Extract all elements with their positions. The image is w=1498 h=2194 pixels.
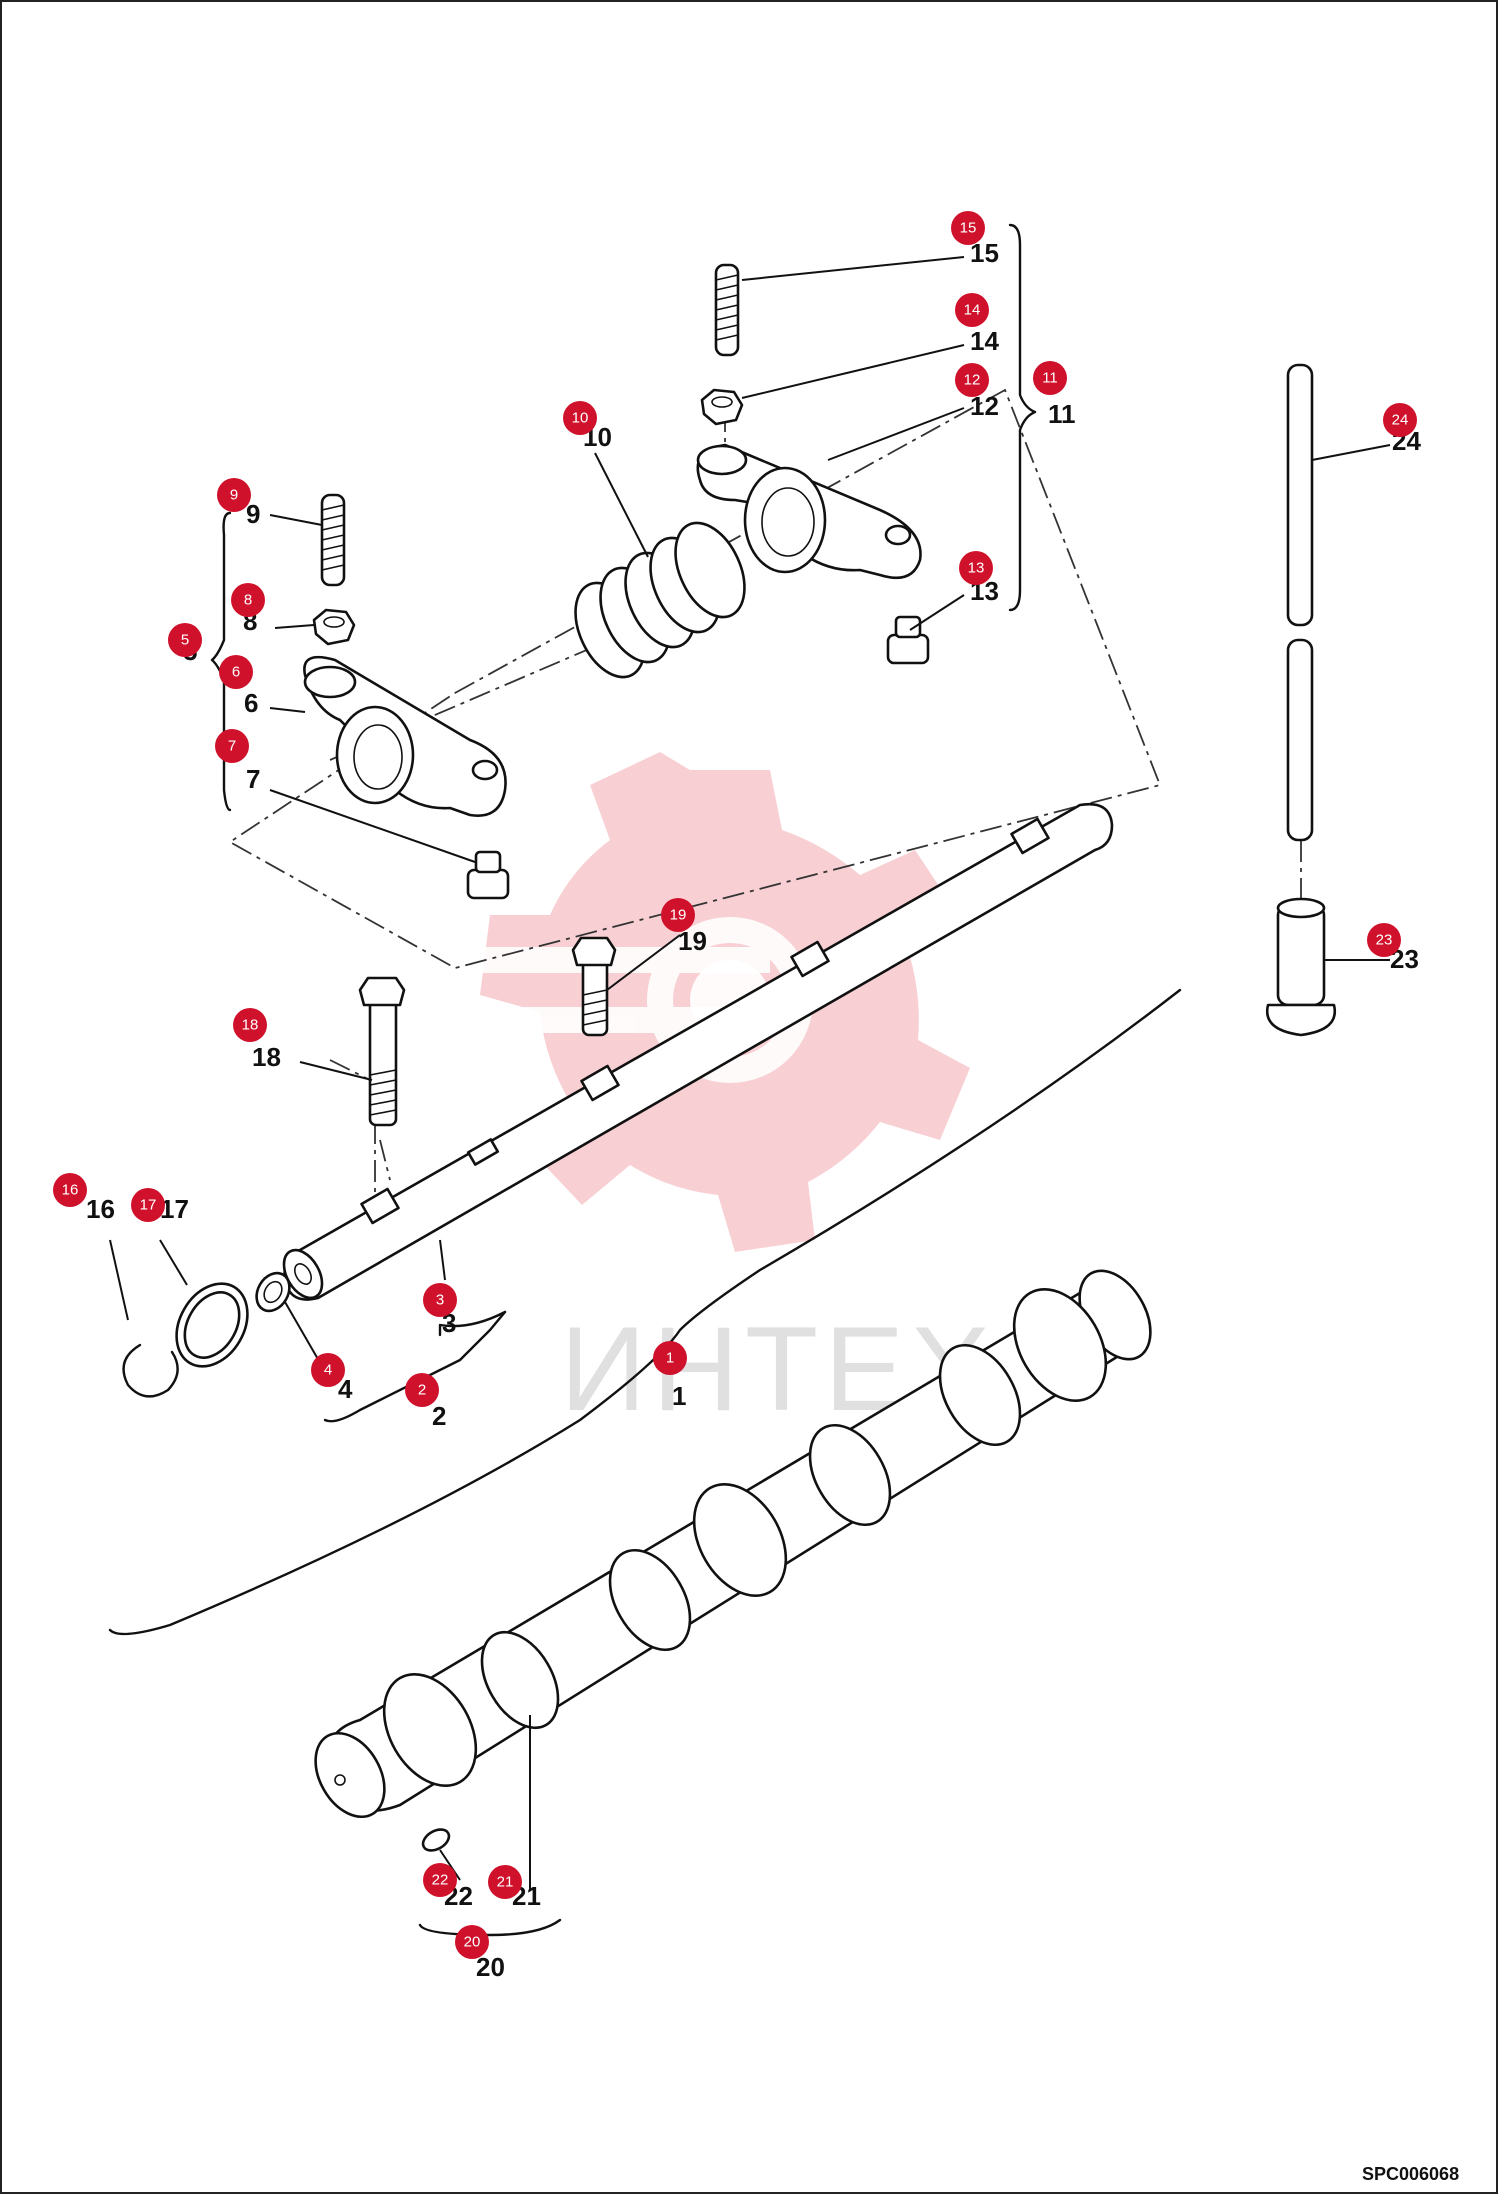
rocker-spring — [574, 521, 746, 679]
callout-11: 11 — [1048, 399, 1076, 429]
callout-9: 9 — [246, 499, 260, 529]
svg-text:13: 13 — [968, 560, 985, 577]
svg-text:9: 9 — [230, 487, 238, 504]
svg-text:2: 2 — [418, 1382, 426, 1399]
bolt-18 — [358, 976, 406, 1127]
svg-text:8: 8 — [244, 592, 252, 609]
svg-text:7: 7 — [228, 738, 236, 755]
marker-11[interactable]: 11 — [1033, 361, 1067, 395]
pivot-right — [886, 615, 930, 665]
spacer-ring — [175, 1282, 249, 1368]
callout-7: 7 — [246, 764, 260, 794]
svg-text:21: 21 — [497, 1874, 514, 1891]
woodruff-key — [421, 1828, 451, 1852]
marker-10[interactable]: 10 — [563, 401, 597, 435]
svg-text:16: 16 — [62, 1182, 79, 1199]
svg-text:4: 4 — [324, 1362, 332, 1379]
svg-text:15: 15 — [960, 220, 977, 237]
svg-text:14: 14 — [964, 302, 981, 319]
tappet — [1265, 897, 1337, 1037]
nut-left — [312, 608, 356, 646]
marker-21[interactable]: 21 — [488, 1865, 522, 1899]
marker-3[interactable]: 3 — [423, 1283, 457, 1317]
svg-text:3: 3 — [436, 1292, 444, 1309]
svg-text:10: 10 — [572, 410, 589, 427]
callout-1: 1 — [672, 1381, 686, 1411]
marker-12[interactable]: 12 — [955, 363, 989, 397]
marker-15[interactable]: 15 — [951, 211, 985, 245]
marker-23[interactable]: 23 — [1367, 923, 1401, 957]
rocker-arm-right — [696, 443, 922, 580]
group-brackets — [210, 223, 1037, 1937]
rocker-shaft — [282, 802, 1114, 1301]
nut-right — [700, 388, 744, 426]
marker-24[interactable]: 24 — [1383, 403, 1417, 437]
marker-17[interactable]: 17 — [131, 1188, 165, 1222]
drawing-code: SPC006068 — [1362, 2164, 1459, 2184]
marker-4[interactable]: 4 — [311, 1353, 345, 1387]
marker-13[interactable]: 13 — [959, 551, 993, 585]
pivot-left — [466, 850, 510, 900]
callout-14: 14 — [970, 326, 999, 356]
callout-20: 20 — [476, 1952, 505, 1982]
svg-text:23: 23 — [1376, 932, 1393, 949]
snap-ring — [122, 1343, 179, 1398]
marker-19[interactable]: 19 — [661, 898, 695, 932]
push-rod — [1286, 363, 1314, 842]
svg-text:12: 12 — [964, 372, 981, 389]
marker-22[interactable]: 22 — [423, 1863, 457, 1897]
callout-6: 6 — [244, 688, 258, 718]
svg-text:22: 22 — [432, 1872, 449, 1889]
callout-17: 17 — [160, 1194, 189, 1224]
camshaft — [314, 1269, 1152, 1819]
bolt-19 — [571, 936, 617, 1037]
adjusting-screw-left — [320, 493, 346, 587]
marker-8[interactable]: 8 — [231, 583, 265, 617]
callout-16: 16 — [86, 1194, 115, 1224]
adjusting-screw-right — [714, 263, 740, 357]
callout-4: 4 — [338, 1374, 353, 1404]
svg-text:20: 20 — [464, 1934, 481, 1951]
svg-text:5: 5 — [181, 632, 189, 649]
marker-5[interactable]: 5 — [168, 623, 202, 657]
svg-text:1: 1 — [666, 1350, 674, 1367]
marker-7[interactable]: 7 — [215, 729, 249, 763]
bushing — [255, 1271, 291, 1313]
marker-14[interactable]: 14 — [955, 293, 989, 327]
svg-text:11: 11 — [1042, 370, 1058, 387]
marker-16[interactable]: 16 — [53, 1173, 87, 1207]
marker-2[interactable]: 2 — [405, 1373, 439, 1407]
svg-text:19: 19 — [670, 907, 687, 924]
marker-9[interactable]: 9 — [217, 478, 251, 512]
marker-20[interactable]: 20 — [455, 1925, 489, 1959]
marker-1[interactable]: 1 — [653, 1341, 687, 1375]
watermark-gear-logo — [480, 752, 970, 1252]
callout-18: 18 — [252, 1042, 281, 1072]
marker-6[interactable]: 6 — [219, 655, 253, 689]
svg-text:17: 17 — [140, 1197, 157, 1214]
svg-text:24: 24 — [1392, 412, 1409, 429]
marker-18[interactable]: 18 — [233, 1008, 267, 1042]
callout-2: 2 — [432, 1401, 446, 1431]
rocker-arm-left — [303, 655, 507, 818]
svg-text:6: 6 — [232, 664, 240, 681]
svg-text:18: 18 — [242, 1017, 259, 1034]
